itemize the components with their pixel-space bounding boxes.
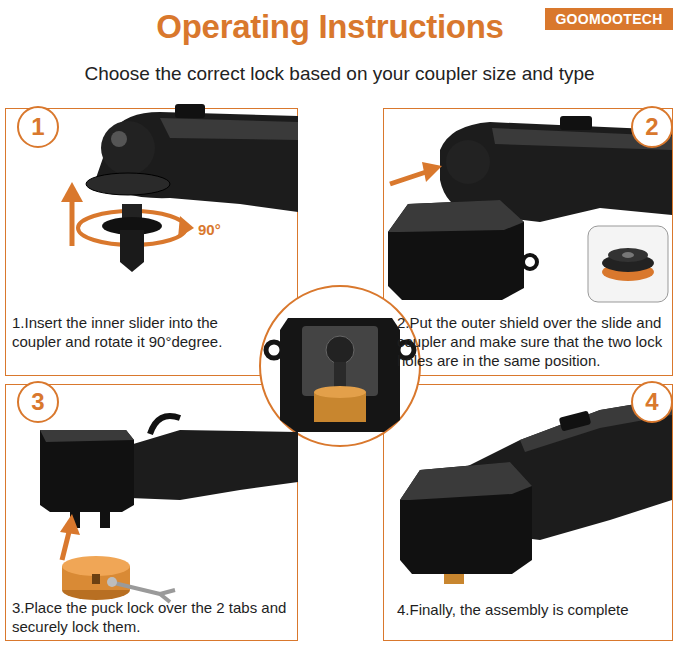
coupler-latch — [175, 104, 205, 118]
step-number-circle: 3 — [17, 381, 59, 423]
coupler-latch — [559, 410, 592, 431]
up-arrow-head — [60, 514, 80, 535]
up-arrow-head — [61, 182, 83, 202]
slider-hole — [622, 252, 634, 258]
step-number: 3 — [31, 388, 44, 416]
outer-shield — [388, 200, 524, 300]
puck-top — [314, 386, 366, 398]
rotate-arrow — [78, 211, 186, 245]
lock-tab — [70, 512, 80, 528]
brand-logo: GOOMOOTECH — [545, 8, 673, 30]
coupler-body — [130, 430, 298, 500]
outer-shield — [400, 462, 532, 574]
puck-lock — [314, 392, 366, 422]
slider-pin — [326, 336, 354, 364]
detail-circle — [260, 286, 420, 446]
slider-stem — [334, 362, 346, 392]
step-instruction: 2.Put the outer shield over the slide an… — [397, 313, 672, 370]
step-number: 4 — [645, 388, 658, 416]
shield-front — [280, 318, 400, 432]
step-panel: 3.Place the puck lock over the 2 tabs an… — [5, 384, 298, 641]
washer-black — [602, 254, 654, 272]
step3-illustration — [40, 416, 298, 602]
puck-bottom — [62, 580, 130, 600]
washer-orange — [602, 263, 654, 281]
slider-top — [122, 204, 142, 226]
shield-top — [388, 200, 524, 232]
slide-arrow-head — [422, 162, 442, 182]
slide-arrow — [390, 172, 426, 184]
step1-illustration — [61, 104, 298, 272]
coupler-highlight — [160, 118, 298, 140]
coupler-ball — [101, 121, 155, 175]
step-instruction: 3.Place the puck lock over the 2 tabs an… — [12, 598, 292, 636]
step-number-circle: 2 — [631, 106, 673, 148]
step-panel: 4.Finally, the assembly is complete 4 — [383, 384, 673, 641]
ball-shine — [111, 131, 127, 147]
puck-top — [62, 556, 130, 576]
lock-hole-ear — [523, 255, 537, 269]
step-number-circle: 4 — [631, 381, 673, 423]
step-number: 1 — [31, 113, 44, 141]
keyhole — [92, 574, 100, 584]
step-instruction: 4.Finally, the assembly is complete — [397, 600, 669, 619]
rotate-arrow-head — [178, 216, 194, 238]
step2-illustration — [388, 116, 672, 302]
up-arrow — [70, 198, 75, 246]
coupler-latch — [150, 416, 180, 434]
puck-lock — [444, 574, 464, 584]
detail-inset — [588, 226, 668, 302]
coupler-collar — [86, 173, 170, 195]
step-panel: 1.Insert the inner slider into the coupl… — [5, 108, 298, 376]
title: Operating Instructions — [120, 8, 540, 46]
angle-label: 90° — [198, 221, 221, 238]
slider-stem — [120, 230, 144, 272]
step4-illustration — [400, 398, 672, 584]
shield-top — [400, 462, 532, 500]
puck-lock — [62, 566, 130, 590]
coupler-ball — [446, 140, 490, 184]
step-number: 2 — [645, 113, 658, 141]
slider-disc — [102, 217, 162, 235]
shield-ear — [266, 342, 282, 358]
up-arrow — [62, 528, 70, 560]
center-detail — [260, 286, 420, 446]
coupler-latch — [560, 116, 592, 130]
lock-tab — [100, 512, 110, 528]
shield-cavity — [302, 326, 378, 396]
step-instruction: 1.Insert the inner slider into the coupl… — [12, 313, 270, 351]
step-number-circle: 1 — [17, 106, 59, 148]
step-panel: 2.Put the outer shield over the slide an… — [383, 108, 673, 376]
outer-shield — [40, 430, 134, 512]
key-ring — [107, 577, 117, 587]
slider-head — [608, 248, 648, 262]
coupler-body — [96, 112, 298, 212]
shield-top — [40, 430, 134, 442]
subtitle: Choose the correct lock based on your co… — [0, 63, 679, 85]
